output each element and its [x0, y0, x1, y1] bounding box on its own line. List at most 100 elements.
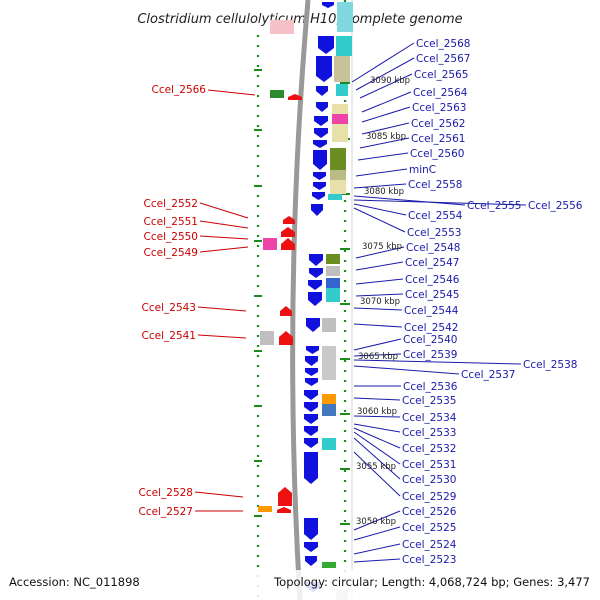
reverse-gene-arrow: [308, 280, 322, 290]
gene-label[interactable]: Ccel_2554: [408, 210, 463, 222]
gene-label[interactable]: Ccel_2529: [402, 491, 456, 503]
gene-label[interactable]: Ccel_2547: [405, 257, 459, 269]
label-leader: [199, 220, 249, 229]
gene-label[interactable]: Ccel_2568: [416, 38, 470, 50]
feature-box: [336, 84, 348, 96]
position-label: 3090 kbp: [370, 76, 410, 86]
reverse-gene-arrow: [304, 438, 318, 448]
gene-label[interactable]: Ccel_2567: [416, 53, 470, 65]
feature-box: [337, 2, 353, 32]
reverse-gene-arrow: [304, 414, 318, 424]
label-leader: [353, 365, 460, 375]
label-leader: [353, 199, 527, 206]
gene-label[interactable]: Ccel_2523: [402, 554, 456, 566]
gene-label[interactable]: Ccel_2550: [144, 231, 198, 243]
feature-box: [330, 170, 346, 180]
forward-gene-arrow: [283, 216, 295, 224]
label-leader: [353, 183, 407, 189]
feature-box: [322, 318, 336, 332]
label-leader: [353, 451, 401, 497]
gene-label[interactable]: Ccel_2560: [410, 148, 464, 160]
label-leader: [355, 57, 415, 91]
reverse-gene-arrow: [304, 426, 318, 436]
gene-label[interactable]: Ccel_2534: [402, 412, 457, 424]
label-leader: [353, 207, 406, 233]
reverse-strand-genes: [304, 2, 334, 592]
label-leader: [353, 431, 401, 465]
reverse-gene-arrow: [304, 518, 318, 540]
reverse-gene-arrow: [308, 292, 322, 306]
position-label: 3050 kbp: [356, 517, 396, 527]
gene-label[interactable]: Ccel_2528: [139, 487, 193, 499]
reverse-gene-arrow: [316, 56, 332, 82]
gene-label[interactable]: Ccel_2539: [403, 349, 457, 361]
gene-label[interactable]: Ccel_2533: [402, 427, 456, 439]
feature-box: [263, 238, 277, 250]
label-leader: [361, 122, 410, 135]
gene-label[interactable]: Ccel_2532: [402, 443, 456, 455]
label-leader: [355, 246, 405, 259]
gene-label[interactable]: Ccel_2525: [402, 522, 456, 534]
reverse-gene-arrow: [313, 150, 327, 170]
gene-label[interactable]: Ccel_2555: [467, 200, 521, 212]
gene-label[interactable]: Ccel_2544: [404, 305, 459, 317]
feature-box: [326, 288, 340, 302]
gene-label[interactable]: Ccel_2541: [142, 330, 196, 342]
reverse-gene-arrow: [318, 36, 334, 54]
reverse-gene-arrow: [305, 368, 318, 376]
label-leader: [353, 423, 401, 433]
footer-backdrop: [0, 570, 600, 600]
gene-label[interactable]: Ccel_2558: [408, 179, 462, 191]
label-leader: [359, 73, 413, 99]
gene-label[interactable]: Ccel_2552: [144, 198, 198, 210]
label-leaders: [194, 42, 527, 563]
feature-box: [326, 254, 340, 264]
reverse-gene-arrow: [313, 182, 326, 190]
gene-label[interactable]: Ccel_2548: [406, 242, 460, 254]
gene-label[interactable]: Ccel_2549: [144, 247, 198, 259]
reverse-gene-arrow: [305, 378, 318, 386]
gene-label[interactable]: Ccel_2536: [403, 381, 458, 393]
gene-label[interactable]: Ccel_2565: [414, 69, 468, 81]
label-leader: [355, 168, 408, 177]
gene-label[interactable]: Ccel_2530: [402, 474, 456, 486]
reverse-gene-arrow: [304, 402, 318, 412]
gene-label[interactable]: Ccel_2543: [142, 302, 196, 314]
forward-gene-arrow: [281, 238, 295, 250]
label-leader: [353, 203, 407, 216]
gene-label[interactable]: Ccel_2540: [403, 334, 457, 346]
reverse-gene-arrow: [313, 172, 326, 180]
label-leader: [194, 491, 244, 498]
reverse-gene-arrow: [311, 204, 323, 216]
gene-label[interactable]: Ccel_2551: [144, 216, 198, 228]
gene-label[interactable]: Ccel_2524: [402, 539, 457, 551]
gene-label[interactable]: Ccel_2535: [402, 395, 456, 407]
gene-label[interactable]: Ccel_2564: [413, 87, 468, 99]
reverse-gene-arrow: [309, 254, 323, 266]
label-leader: [353, 338, 402, 351]
gene-label[interactable]: Ccel_2531: [402, 459, 456, 471]
position-label: 3075 kbp: [362, 242, 402, 252]
gene-label[interactable]: Ccel_2556: [528, 200, 583, 212]
gene-label[interactable]: minC: [409, 164, 436, 176]
gene-label[interactable]: Ccel_2563: [412, 102, 466, 114]
reverse-gene-arrow: [304, 390, 318, 400]
label-leader: [207, 89, 256, 96]
gene-label[interactable]: Ccel_2538: [523, 359, 577, 371]
feature-box: [322, 404, 336, 416]
gene-label[interactable]: Ccel_2542: [404, 322, 458, 334]
gene-label[interactable]: Ccel_2561: [411, 133, 465, 145]
feature-box: [330, 148, 346, 170]
gene-label[interactable]: Ccel_2566: [152, 84, 207, 96]
gene-label[interactable]: Ccel_2546: [405, 274, 460, 286]
gene-label[interactable]: Ccel_2562: [411, 118, 465, 130]
forward-gene-arrow: [281, 227, 295, 237]
gene-label[interactable]: Ccel_2527: [139, 506, 193, 518]
gene-label[interactable]: Ccel_2537: [461, 369, 515, 381]
gene-label[interactable]: Ccel_2526: [402, 506, 457, 518]
gene-label[interactable]: Ccel_2553: [407, 227, 461, 239]
label-leader: [355, 261, 404, 271]
label-leader: [353, 415, 401, 418]
gene-label[interactable]: Ccel_2545: [405, 289, 459, 301]
